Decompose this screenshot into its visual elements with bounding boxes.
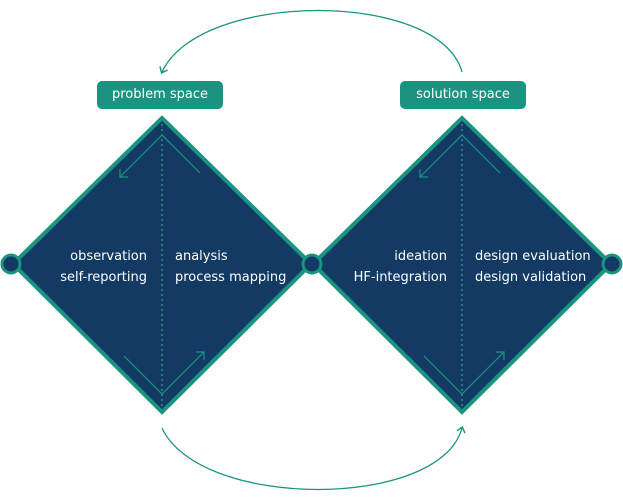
progress-arrow-bottom (161, 425, 466, 491)
diverge-arrow-icon (119, 134, 201, 178)
arrow-tip-icon (496, 351, 505, 360)
problem-left-item-2: self-reporting (60, 270, 147, 285)
converge-arrow-icon (423, 351, 505, 395)
problem-right-item-2: process mapping (175, 270, 286, 285)
solution-left-item-2: HF-integration (354, 270, 447, 285)
end-node (601, 253, 623, 275)
solution-right-item-2: design validation (475, 270, 586, 285)
solution-right-item-1: design evaluation (475, 249, 591, 264)
problem-space-label: problem space (97, 81, 223, 109)
middle-node (301, 253, 323, 275)
converge-arrow-icon (123, 351, 205, 395)
arrow-tip-icon (419, 169, 428, 178)
feedback-arrow-top (159, 9, 463, 74)
solution-left-item-1: ideation (394, 249, 447, 264)
start-node (0, 253, 22, 275)
solution-space-label: solution space (400, 81, 526, 109)
diverge-arrow-icon (419, 134, 501, 178)
arrow-tip-icon (119, 169, 128, 178)
arrow-tip-icon (196, 351, 205, 360)
problem-right-item-1: analysis (175, 249, 228, 264)
problem-left-item-1: observation (70, 249, 147, 264)
